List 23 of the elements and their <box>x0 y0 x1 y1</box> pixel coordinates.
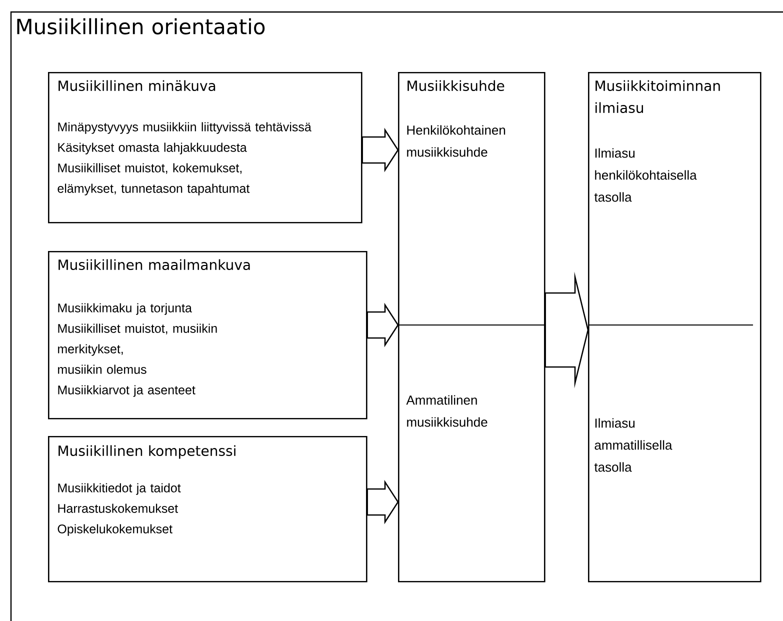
list-item: Minäpystyvyys musiikkiin liittyvissä tehtävissä <box>58 122 312 134</box>
list-item: Musiikkitiedot ja taidot <box>58 483 181 495</box>
list-item: Käsitykset omasta lahjakkuudesta <box>58 142 247 154</box>
box-heading: Musiikkitoiminnan ilmiasu <box>596 80 720 114</box>
list-item: Musiikilliset muistot, kokemukset, elämykset, tunnetason tapahtumat <box>58 163 250 196</box>
box-text: Ilmiasu ammatillisella tasolla <box>594 418 672 472</box>
box-heading: Musiikillinen minäkuva <box>58 80 216 92</box>
list-item: Musiikkiarvot ja asenteet <box>58 385 196 397</box>
box-text: Ammatilinen musiikkisuhde <box>406 395 488 427</box>
list-item: Opiskelukokemukset <box>58 524 172 536</box>
box-heading: Musiikillinen maailmankuva <box>58 259 250 270</box>
list-item: Musiikkimaku ja torjunta <box>58 303 192 315</box>
box-text: Ilmiasu henkilökohtaisella tasolla <box>594 148 697 202</box>
list-item: musiikin olemus <box>58 364 146 374</box>
box-heading: Musiikkisuhde <box>408 80 504 92</box>
block-arrow <box>366 302 399 348</box>
block-arrow <box>362 128 399 172</box>
box-text: Henkilökohtainen musiikkisuhde <box>407 125 506 157</box>
block-arrow <box>544 272 589 388</box>
block-arrow <box>366 480 399 524</box>
box-heading: Musiikillinen kompetenssi <box>58 445 236 459</box>
list-item: Harrastuskokemukset <box>58 504 178 513</box>
frame-title: Musiikillinen orientaatio <box>17 18 265 34</box>
